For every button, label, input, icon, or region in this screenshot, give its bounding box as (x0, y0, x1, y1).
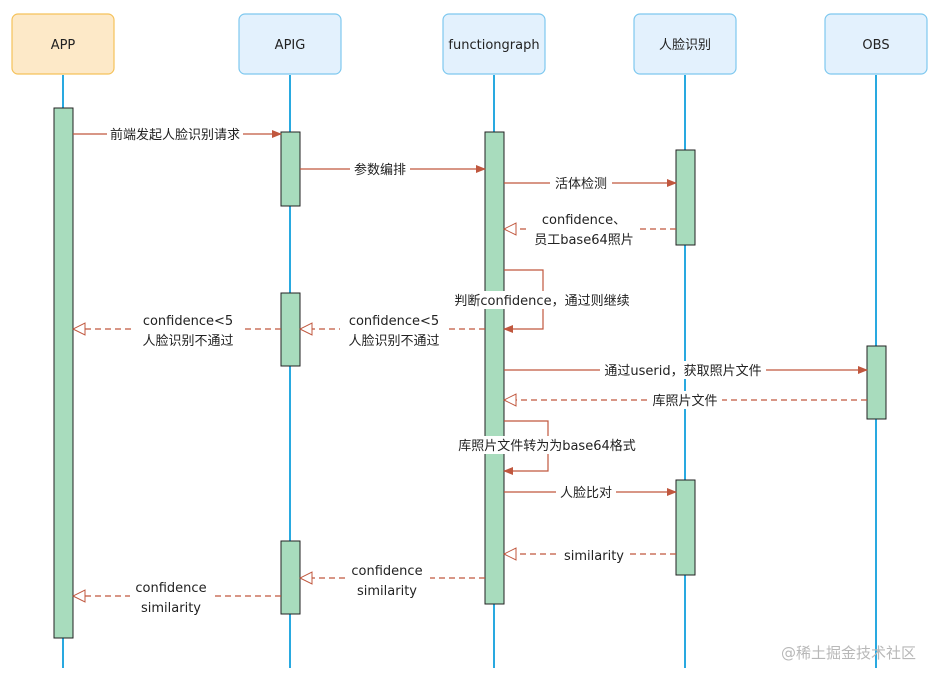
message-library-photo-label: 库照片文件 (652, 393, 717, 409)
activation-face-1 (675, 149, 696, 246)
message-liveness-detection: 活体检测 (504, 174, 677, 192)
message-fail-apig-app: confidence<5 人脸识别不通过 (73, 312, 281, 350)
message-fail-fg-apig-line2: 人脸识别不通过 (348, 334, 439, 349)
message-result-apig-app-line2: similarity (141, 601, 201, 616)
participant-functiongraph: functiongraph (442, 13, 546, 75)
message-library-photo: 库照片文件 (504, 391, 867, 409)
activations (53, 107, 887, 639)
message-result-fg-apig-line1: confidence (351, 564, 422, 579)
message-self-convert-label: 库照片文件转为为base64格式 (458, 438, 636, 454)
message-self-convert: 库照片文件转为为base64格式 (452, 420, 642, 475)
message-result-fg-apig-line2: similarity (357, 584, 417, 599)
message-result-fg-apig: confidence similarity (300, 561, 485, 599)
participant-functiongraph-label: functiongraph (448, 38, 539, 53)
message-similarity: similarity (504, 546, 676, 564)
message-confidence-photo: confidence、 员工base64照片 (504, 211, 676, 249)
message-self-judge: 判断confidence，通过则继续 (452, 269, 632, 333)
message-frontend-request-label: 前端发起人脸识别请求 (110, 127, 240, 143)
message-result-apig-app-line1: confidence (135, 581, 206, 596)
activation-app (53, 107, 74, 639)
message-face-compare-label: 人脸比对 (560, 486, 612, 501)
participant-app-label: APP (51, 38, 76, 53)
activation-apig-1 (280, 131, 301, 207)
watermark: @稀土掘金技术社区 (781, 644, 916, 662)
participant-face-recognition-label: 人脸识别 (659, 38, 711, 53)
participant-obs-label: OBS (862, 38, 889, 53)
message-fail-fg-apig-line1: confidence<5 (349, 314, 439, 329)
activation-obs (866, 345, 887, 420)
activation-apig-3 (280, 540, 301, 615)
participant-apig-label: APIG (275, 38, 306, 53)
message-get-photo-label: 通过userid，获取照片文件 (604, 364, 761, 379)
participant-obs: OBS (824, 13, 928, 75)
participant-apig: APIG (238, 13, 342, 75)
message-result-apig-app: confidence similarity (73, 579, 281, 617)
activation-functiongraph (484, 131, 505, 605)
message-param-orchestration-label: 参数编排 (354, 162, 406, 178)
message-get-photo: 通过userid，获取照片文件 (504, 361, 868, 379)
message-fail-apig-app-line1: confidence<5 (143, 314, 233, 329)
activation-face-2 (675, 479, 696, 576)
message-param-orchestration: 参数编排 (300, 160, 486, 178)
participant-app: APP (11, 13, 115, 75)
message-confidence-photo-line1: confidence、 (542, 213, 626, 228)
message-liveness-detection-label: 活体检测 (555, 177, 607, 192)
message-fail-apig-app-line2: 人脸识别不通过 (142, 334, 233, 349)
message-fail-fg-apig: confidence<5 人脸识别不通过 (300, 312, 485, 350)
message-self-judge-label: 判断confidence，通过则继续 (454, 294, 629, 309)
activation-apig-2 (280, 292, 301, 367)
message-frontend-request: 前端发起人脸识别请求 (73, 125, 282, 143)
message-similarity-label: similarity (564, 549, 624, 564)
message-face-compare: 人脸比对 (504, 483, 677, 501)
message-confidence-photo-line2: 员工base64照片 (534, 233, 634, 248)
participant-face-recognition: 人脸识别 (633, 13, 737, 75)
